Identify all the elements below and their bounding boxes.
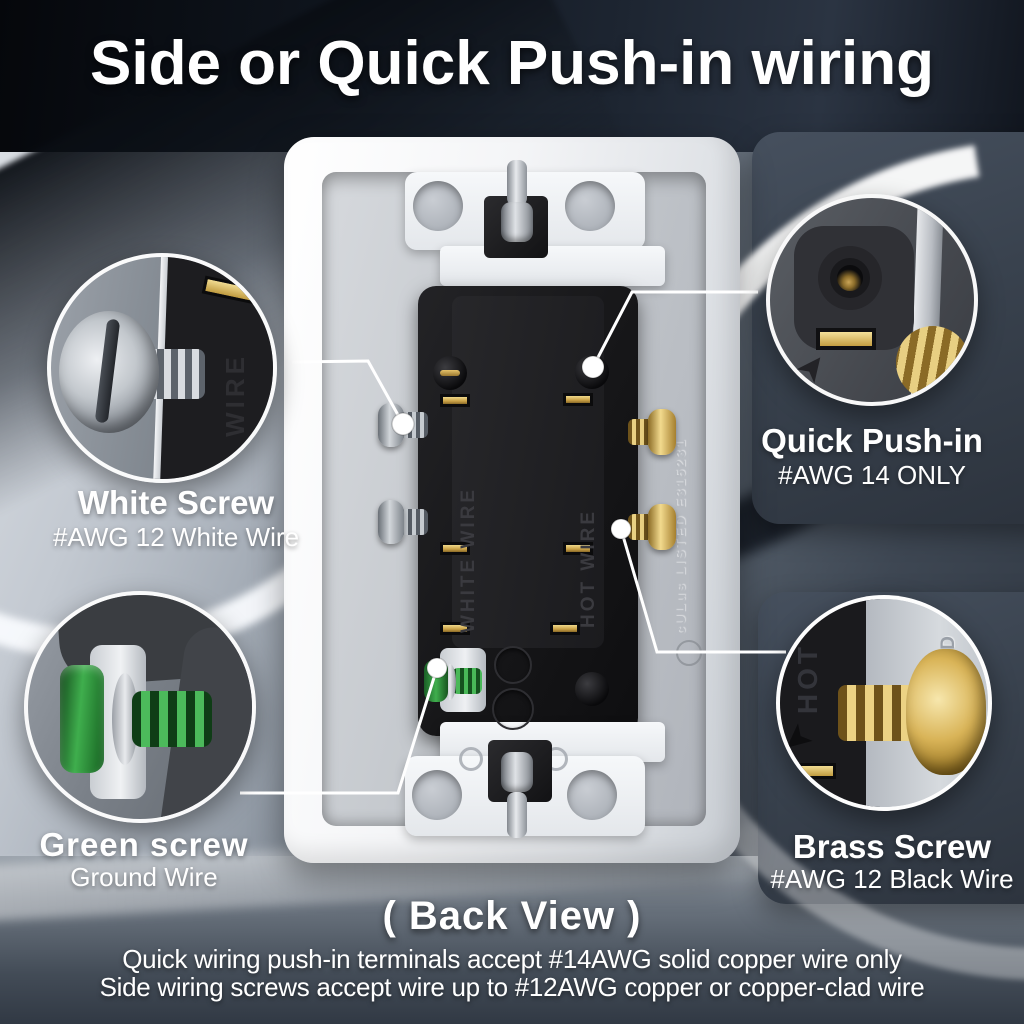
terminal-screw-slot xyxy=(440,370,460,376)
magnifier-white-screw: WIRE xyxy=(47,253,277,483)
mounting-screw-top xyxy=(507,160,527,206)
brass-screw-lower xyxy=(648,504,676,550)
push-in-terminal-slot xyxy=(440,542,470,555)
switch-body-center xyxy=(452,296,604,648)
footer-note-line1: Quick wiring push-in terminals accept #1… xyxy=(122,944,902,974)
page-title: Side or Quick Push-in wiring xyxy=(90,29,934,98)
back-view-caption: ( Back View ) xyxy=(382,894,642,938)
ground-screw xyxy=(424,660,448,702)
ul-logo-emboss xyxy=(494,646,532,684)
mounting-screw-bottom xyxy=(507,792,527,838)
bracket-dimple xyxy=(459,747,483,771)
brass-thread-zoom xyxy=(896,326,970,400)
sublabel-quick-push-in: #AWG 14 ONLY xyxy=(778,460,966,490)
wire-embossed-zoom: WIRE xyxy=(220,353,250,437)
label-brass-screw: Brass Screw xyxy=(792,828,992,865)
push-in-terminal-slot xyxy=(563,542,593,555)
mounting-screw-head-bottom xyxy=(501,752,533,792)
push-in-terminal-slot xyxy=(550,622,580,635)
hot-embossed-zoom: HOT xyxy=(792,643,823,715)
footer-note-line2: Side wiring screws accept wire up to #12… xyxy=(99,972,925,1002)
cert-logo-emboss xyxy=(492,688,534,730)
white-wire-embossed-text: WHITE WIRE xyxy=(458,486,479,633)
bracket-ear-hole xyxy=(412,770,462,820)
ul-mark xyxy=(676,640,702,666)
label-quick-push-in: Quick Push-in xyxy=(761,422,983,459)
push-in-hole-zoom xyxy=(830,258,870,298)
magnifier-quick-push-in: ➤ xyxy=(766,194,978,406)
bracket-ear-hole xyxy=(565,181,615,231)
bracket-ear-hole xyxy=(567,770,617,820)
white-screw-upper xyxy=(378,403,404,447)
sublabel-white-screw: #AWG 12 White Wire xyxy=(52,522,300,552)
mounting-strap-top xyxy=(440,246,665,286)
ground-screw-thread xyxy=(452,668,482,694)
corner-terminal-screw xyxy=(433,356,467,390)
white-screw-lower xyxy=(378,500,404,544)
green-screw-head-zoom xyxy=(60,665,104,773)
mounting-screw-head-top xyxy=(501,202,533,242)
terminal-slot-zoom xyxy=(788,763,836,779)
label-white-screw: White Screw xyxy=(77,484,275,521)
sublabel-brass-screw: #AWG 12 Black Wire xyxy=(770,864,1014,894)
sublabel-green-screw: Ground Wire xyxy=(70,862,218,892)
hot-wire-embossed-text: HOT WIRE xyxy=(578,509,599,628)
push-in-terminal-slot xyxy=(440,622,470,635)
white-screw-thread-lower xyxy=(400,509,428,535)
bracket-ear-hole xyxy=(413,181,463,231)
green-screw-thread-zoom xyxy=(132,691,212,747)
push-in-terminal-slot xyxy=(440,394,470,407)
push-in-terminal-slot xyxy=(563,393,593,406)
magnifier-brass-screw: HOT E3 LISTED ➤ xyxy=(776,595,992,811)
quick-push-in-hole xyxy=(575,355,609,389)
corner-terminal-hole xyxy=(575,672,609,706)
label-green-screw: Green screw xyxy=(39,826,249,863)
terminal-slot-zoom xyxy=(816,328,876,350)
brass-screw-head-zoom xyxy=(906,649,986,775)
magnifier-green-screw xyxy=(24,591,256,823)
white-screw-thread-upper xyxy=(400,412,428,438)
brass-screw-upper xyxy=(648,409,676,455)
